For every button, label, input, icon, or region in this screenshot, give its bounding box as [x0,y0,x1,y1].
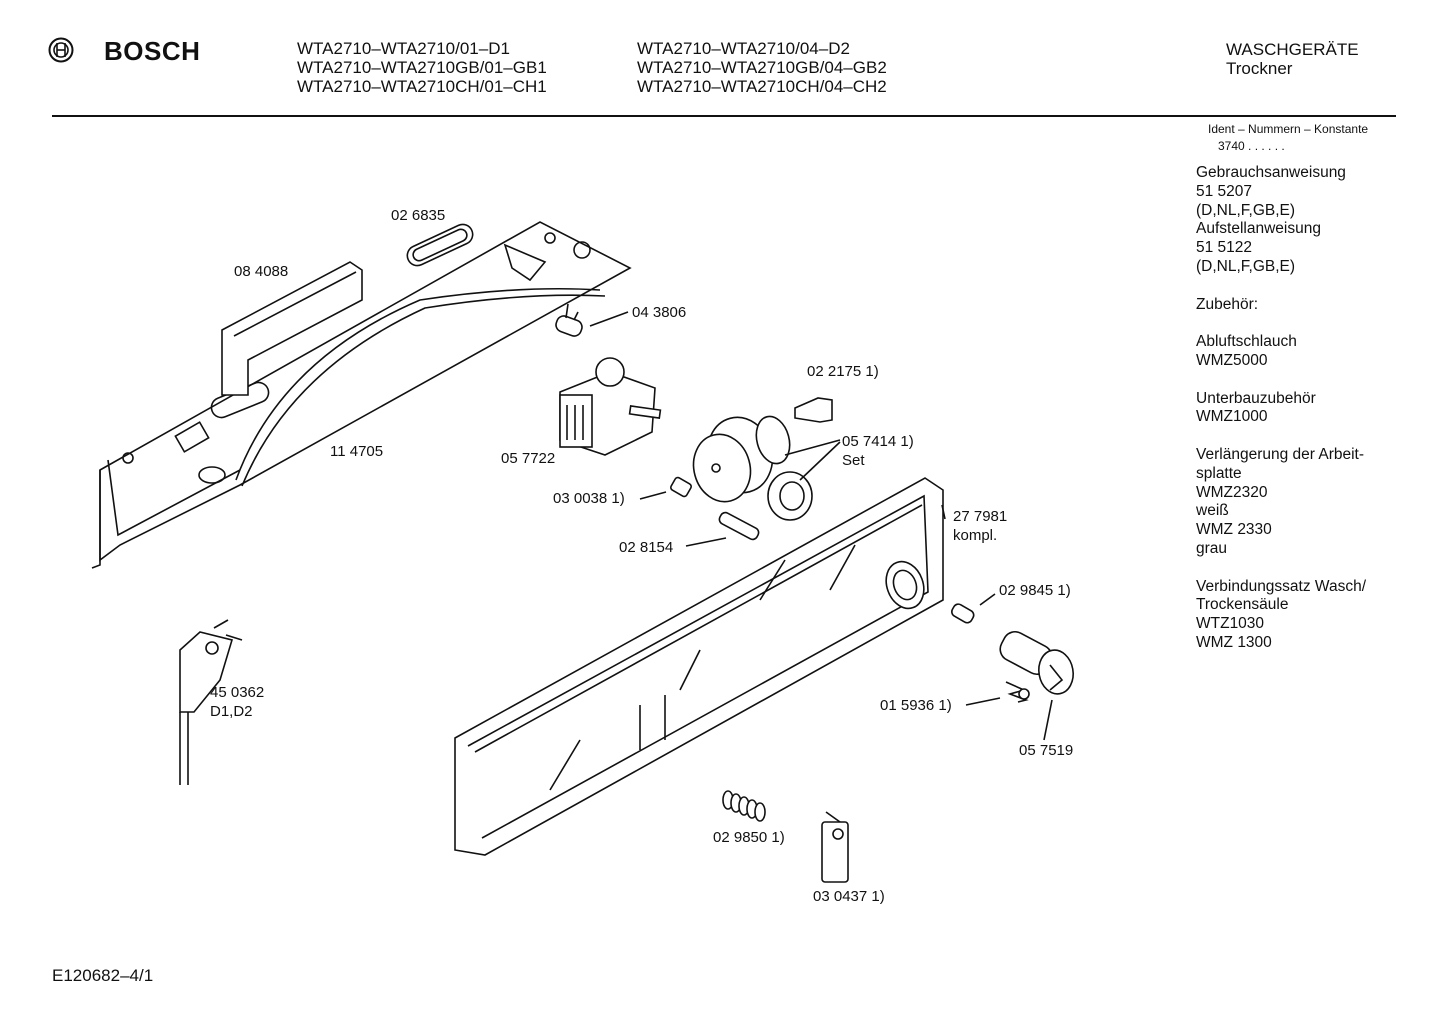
accessory-line: WMZ5000 [1196,351,1268,369]
part-label: 27 7981 [953,508,1008,525]
spring-part [722,790,766,822]
accessory-line: WMZ 1300 [1196,633,1272,651]
accessory-line: Aufstellanweisung [1196,220,1321,238]
document-code: E120682–4/1 [52,966,154,985]
bracket-part [221,261,363,396]
model-item: WTA2710–WTA2710GB/04–GB2 [637,58,887,77]
accessory-line: (D,NL,F,GB,E) [1196,257,1296,275]
part-label: 02 8154 [619,539,674,556]
part-label: 05 7722 [501,450,556,467]
accessory-line: WMZ2320 [1196,483,1268,501]
timer-part [559,357,662,456]
part-label: 02 9845 1) [999,582,1071,599]
part-label: 03 0437 1) [813,888,885,905]
part-label: 02 6835 [391,207,446,224]
part-label: 02 2175 1) [807,363,879,380]
model-item: WTA2710–WTA2710/01–D1 [297,39,510,58]
accessory-line: WMZ1000 [1196,408,1268,426]
front-panel-part [454,477,946,856]
knob-part [999,630,1074,741]
part-label: 02 9850 1) [713,829,785,846]
part-label: 05 7519 [1019,742,1074,759]
accessory-line: Verbindungssatz Wasch/ [1196,577,1367,595]
brand-name: BOSCH [104,36,201,66]
accessory-line: weiß [1196,502,1229,520]
accessory-line: splatte [1196,464,1242,482]
ident-value: 3740 . . . . . . [1218,139,1285,153]
part-label: 03 0038 1) [553,490,625,507]
part-label: 04 3806 [632,304,687,321]
switch-part [639,476,692,500]
lamp-part [685,511,760,547]
accessory-line: WTZ1030 [1196,615,1265,633]
part-label: 08 4088 [234,263,289,280]
model-list-col2: WTA2710–WTA2710/04–D2 WTA2710–WTA2710GB/… [637,39,887,96]
ident-title: Ident – Nummern – Konstante [1208,122,1369,136]
part-label: Set [842,452,865,469]
accessory-line: 51 5207 [1196,182,1253,200]
model-item: WTA2710–WTA2710CH/04–CH2 [637,77,887,96]
accessory-line: grau [1196,539,1228,557]
model-item: WTA2710–WTA2710/04–D2 [637,39,850,58]
part-label: D1,D2 [210,703,253,720]
part-label: 11 4705 [330,443,384,460]
accessory-line: WMZ 2330 [1196,521,1272,539]
part-label: 45 0362 [210,684,265,701]
capacitor-part [555,303,629,337]
retainer-part [821,811,849,883]
accessory-line: Zubehör: [1196,295,1259,313]
pin-part [951,593,996,624]
part-label: kompl. [953,527,998,544]
model-list-col1: WTA2710–WTA2710/01–D1 WTA2710–WTA2710GB/… [297,39,547,96]
accessory-line: Gebrauchsanweisung [1196,164,1346,181]
accessory-line: Trockensäule [1196,596,1289,614]
category-title: WASCHGERÄTE Trockner [1226,40,1359,78]
gasket-part [406,223,474,267]
accessory-line: Abluftschlauch [1196,333,1297,351]
accessory-line: 51 5122 [1196,239,1253,257]
accessory-line: Unterbauzubehör [1196,389,1316,407]
accessory-line: (D,NL,F,GB,E) [1196,201,1296,219]
clip-part [794,397,833,423]
screw-part [965,681,1030,706]
model-item: WTA2710–WTA2710GB/01–GB1 [297,58,547,77]
part-label: 05 7414 1) [842,433,914,450]
subcategory: Trockner [1226,59,1293,78]
bosch-logo-icon [48,37,74,68]
knob-drum-part [692,415,841,521]
model-item: WTA2710–WTA2710CH/01–CH1 [297,77,547,96]
category: WASCHGERÄTE [1226,40,1359,59]
part-label: 01 5936 1) [880,697,952,714]
header-divider [52,115,1396,117]
accessory-line: Verlängerung der Arbeit- [1196,445,1365,463]
power-cord-part [179,619,243,785]
